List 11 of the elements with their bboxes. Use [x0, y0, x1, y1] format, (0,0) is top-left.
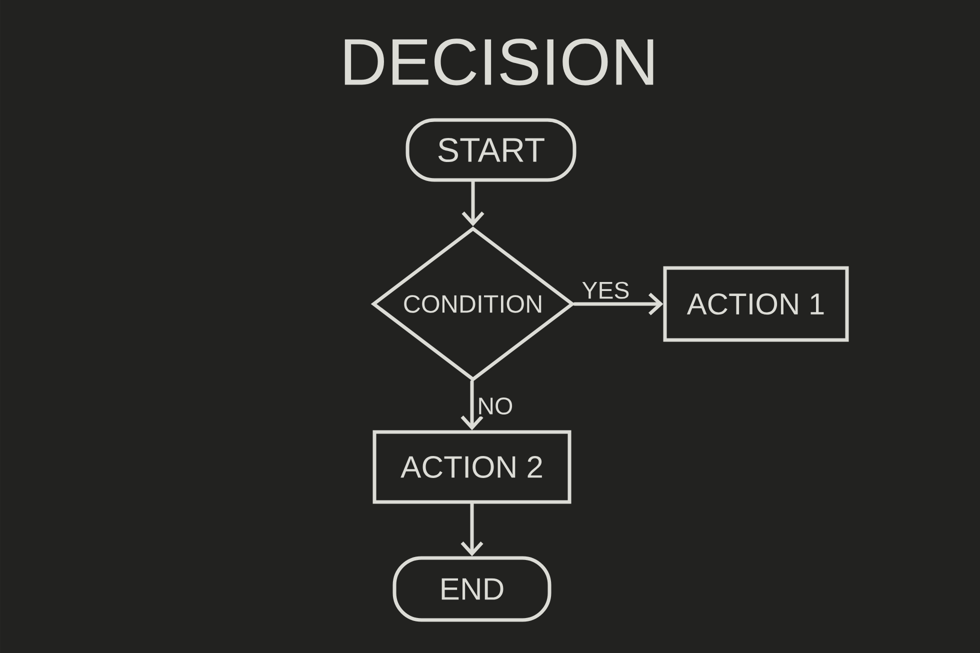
terminal-box: START — [406, 118, 576, 182]
arrow — [462, 180, 484, 226]
arrow — [460, 380, 484, 430]
process-box: ACTION 1 — [663, 266, 849, 342]
process-box: ACTION 2 — [372, 430, 572, 504]
title: DECISION — [344, 38, 654, 86]
arrow — [460, 502, 484, 556]
terminal-box: END — [392, 556, 552, 622]
edge-label: NO — [475, 396, 516, 416]
arrow — [573, 292, 664, 316]
edge-label: YES — [580, 280, 632, 301]
